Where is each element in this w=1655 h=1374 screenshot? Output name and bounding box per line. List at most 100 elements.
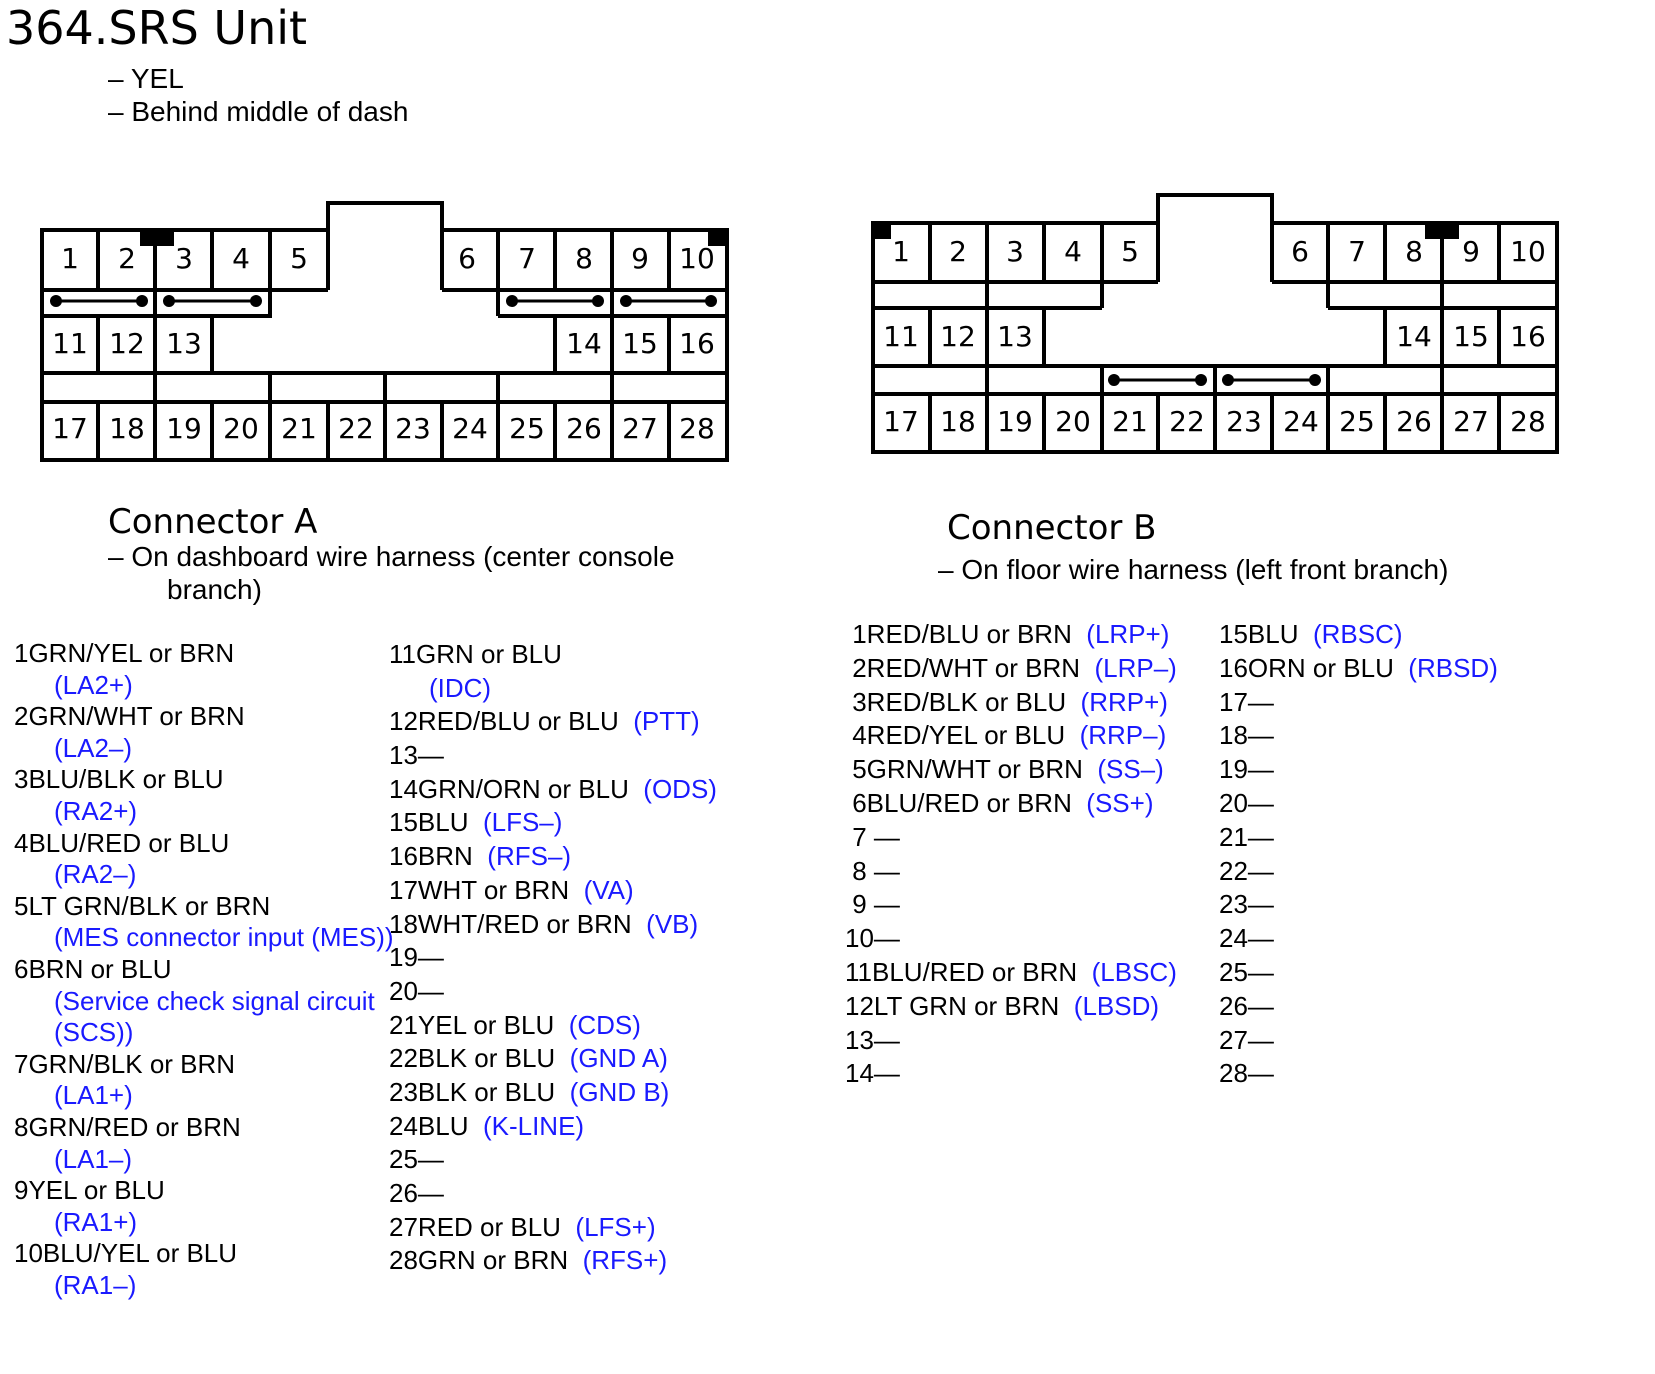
pin-wire-label: 7GRN/BLK or BRN bbox=[14, 1048, 236, 1079]
connector-a-pin-label: 11 bbox=[52, 327, 88, 360]
connector-a-pin-label: 26 bbox=[566, 412, 602, 445]
pin-function-label: (RRP+) bbox=[1080, 686, 1168, 717]
connector-a-pin-entry: 10BLU/YEL or BLU bbox=[14, 1238, 384, 1270]
connector-b-outline bbox=[871, 193, 1559, 454]
connector-a-pin-label: 16 bbox=[679, 327, 715, 360]
pin-wire-label: 1RED/BLU or BRN bbox=[845, 619, 1072, 649]
connector-b-pin-list-2: 15BLU (RBSC)16ORN or BLU (RBSD)17—18—19—… bbox=[1219, 618, 1619, 1091]
connector-a-pin-label: 14 bbox=[566, 327, 602, 360]
pin-wire-label: 10BLU/YEL or BLU bbox=[14, 1238, 238, 1269]
pin-function-label: (LFS+) bbox=[575, 1211, 656, 1242]
connector-a-pin-label: 9 bbox=[631, 242, 649, 275]
pin-function-label: (ODS) bbox=[643, 773, 717, 804]
pin-function-label: (LA2–) bbox=[54, 732, 133, 763]
connector-a-pin-label: 10 bbox=[679, 242, 715, 275]
connector-b-pin-label: 9 bbox=[1462, 235, 1480, 268]
pin-function-label: (RBSD) bbox=[1408, 652, 1498, 683]
pin-wire-label: 2RED/WHT or BRN bbox=[845, 652, 1080, 683]
connector-b-pin-entry: 4RED/YEL or BLU (RRP–) bbox=[845, 719, 1215, 753]
pin-function-label: (LA1+) bbox=[54, 1080, 133, 1111]
pin-wire-label: 22BLK or BLU bbox=[389, 1043, 556, 1074]
connector-a-pin-label: 20 bbox=[223, 412, 259, 445]
pin-wire-label: 3BLU/BLK or BLU bbox=[14, 764, 224, 795]
connector-a-pin-entry: 20— bbox=[389, 975, 729, 1009]
connector-b-pin-label: 12 bbox=[940, 320, 976, 353]
pin-wire-label: 4RED/YEL or BLU bbox=[845, 720, 1066, 751]
connector-b-pin-label: 19 bbox=[997, 405, 1033, 438]
pin-wire-label: 16ORN or BLU bbox=[1219, 652, 1394, 683]
connector-b-pin-entry: 28— bbox=[1219, 1057, 1619, 1091]
pin-function-label: (RRP–) bbox=[1079, 720, 1167, 751]
pin-function-label: (SCS)) bbox=[54, 1017, 134, 1048]
pin-wire-label: 21YEL or BLU bbox=[389, 1009, 555, 1040]
connector-a-pin-entry: 19— bbox=[389, 941, 729, 975]
connector-b-pin-label: 16 bbox=[1510, 320, 1546, 353]
pin-wire-label: 19— bbox=[1219, 754, 1274, 785]
connector-b-pin-entry: 8 — bbox=[845, 855, 1215, 889]
connector-b-pin-label: 18 bbox=[940, 405, 976, 438]
pin-wire-label: 27RED or BLU bbox=[389, 1211, 561, 1242]
connector-b-pin-entry: 9 — bbox=[845, 888, 1215, 922]
pin-function-label: (RA1+) bbox=[54, 1206, 138, 1237]
pin-function-label: (LBSD) bbox=[1073, 990, 1160, 1021]
connector-a-outline bbox=[40, 201, 729, 462]
pin-function-label: (GND A) bbox=[569, 1043, 668, 1074]
connector-a-pin-entry: 6BRN or BLU bbox=[14, 954, 384, 986]
connector-b-pin-entry: 2RED/WHT or BRN (LRP–) bbox=[845, 652, 1215, 686]
connector-a-pin-label: 4 bbox=[232, 242, 250, 275]
pin-wire-label: 14— bbox=[845, 1058, 900, 1089]
connector-b-pin-entry: 6BLU/RED or BRN (SS+) bbox=[845, 787, 1215, 821]
connector-a-location: – On dashboard wire harness (center cons… bbox=[108, 541, 675, 572]
connector-b-pin-entry: 23— bbox=[1219, 888, 1619, 922]
pin-function-label: (RFS–) bbox=[487, 841, 572, 872]
pin-wire-label: 5GRN/WHT or BRN bbox=[845, 754, 1083, 785]
connector-b-pin-label: 13 bbox=[997, 320, 1033, 353]
pin-wire-label: 27— bbox=[1219, 1024, 1274, 1055]
connector-b-pin-label: 15 bbox=[1453, 320, 1489, 353]
connector-a-corner-key bbox=[708, 230, 727, 246]
pin-wire-label: 7 — bbox=[845, 821, 900, 852]
connector-b-pin-label: 1 bbox=[892, 235, 910, 268]
connector-b-pin-label: 11 bbox=[883, 320, 919, 353]
pin-wire-label: 20— bbox=[1219, 787, 1274, 818]
pin-function-label: (LA2+) bbox=[54, 669, 133, 700]
connector-b-pin-entry: 27— bbox=[1219, 1024, 1619, 1058]
connector-a-pin-label: 18 bbox=[109, 412, 145, 445]
pin-function-label: (CDS) bbox=[568, 1009, 641, 1040]
connector-b-pin-label: 17 bbox=[883, 405, 919, 438]
pin-wire-label: 11BLU/RED or BRN bbox=[845, 956, 1078, 987]
connector-a-pin-label: 22 bbox=[338, 412, 374, 445]
connector-b-pin-label: 4 bbox=[1064, 235, 1082, 268]
connector-a-pin-entry: 17WHT or BRN (VA) bbox=[389, 874, 729, 908]
connector-a-pin-label: 17 bbox=[52, 412, 88, 445]
pin-wire-label: 8GRN/RED or BRN bbox=[14, 1111, 241, 1142]
connector-a-pin-label: 19 bbox=[166, 412, 202, 445]
connector-a-pin-entry: 21YEL or BLU (CDS) bbox=[389, 1009, 729, 1043]
connector-a-pin-entry: 24BLU (K-LINE) bbox=[389, 1110, 729, 1144]
pin-function-label: (RA2–) bbox=[54, 859, 137, 890]
connector-b-pin-label: 14 bbox=[1396, 320, 1432, 353]
connector-a-key bbox=[140, 230, 174, 246]
connector-b-title: Connector B bbox=[947, 508, 1157, 548]
pin-wire-label: 24— bbox=[1219, 923, 1274, 954]
connector-b-pin-entry: 13— bbox=[845, 1024, 1215, 1058]
pin-wire-label: 9 — bbox=[845, 889, 900, 920]
connector-a-pin-label: 7 bbox=[518, 242, 536, 275]
connector-a-pin-list-1: 1GRN/YEL or BRN(LA2+)2GRN/WHT or BRN(LA2… bbox=[14, 638, 394, 1301]
connector-a-pin-entry: 3BLU/BLK or BLU bbox=[14, 764, 384, 796]
pin-wire-label: 13— bbox=[845, 1024, 900, 1055]
connector-b-pin-entry: 1RED/BLU or BRN (LRP+) bbox=[845, 618, 1215, 652]
connector-a-pin-entry: 15BLU (LFS–) bbox=[389, 806, 729, 840]
connector-a-pin-entry: 14GRN/ORN or BLU (ODS) bbox=[389, 773, 729, 807]
connector-a-pin-label: 23 bbox=[395, 412, 431, 445]
connector-b-pin-label: 24 bbox=[1283, 405, 1319, 438]
connector-b-pin-label: 27 bbox=[1453, 405, 1489, 438]
pin-wire-label: 17WHT or BRN bbox=[389, 874, 570, 905]
connector-b-pin-entry: 22— bbox=[1219, 855, 1619, 889]
connector-a-pin-label: 2 bbox=[118, 242, 136, 275]
connector-b-pin-label: 2 bbox=[949, 235, 967, 268]
pin-wire-label: 12RED/BLU or BLU bbox=[389, 706, 619, 737]
pin-wire-label: 14GRN/ORN or BLU bbox=[389, 773, 629, 804]
